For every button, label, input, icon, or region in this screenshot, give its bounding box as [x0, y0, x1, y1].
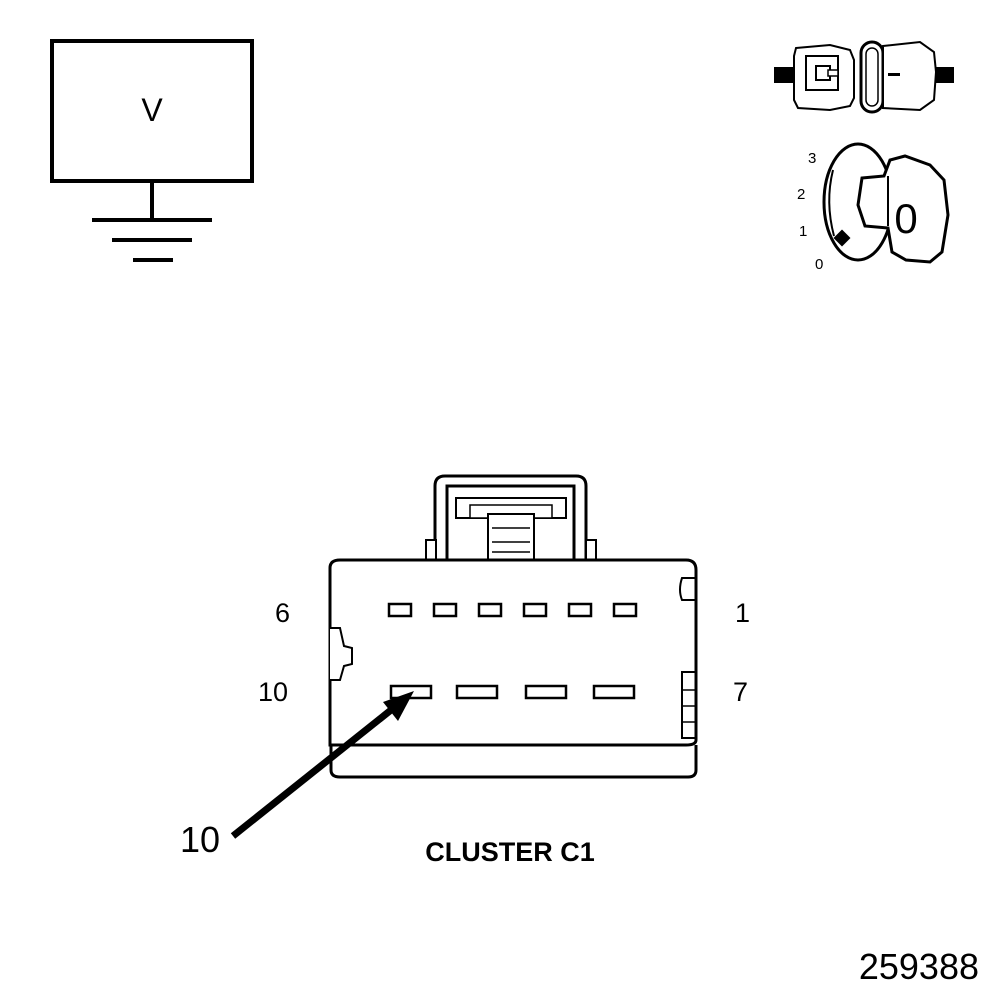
disconnect-connector-icon [774, 40, 954, 114]
voltmeter-box [50, 39, 254, 183]
pin-cavity-5 [432, 602, 458, 618]
pin-row-bottom [389, 684, 636, 700]
ignition-key-label: 0 [894, 195, 917, 242]
pin-cavity-9 [455, 684, 499, 700]
pin-cavity-10 [389, 684, 433, 700]
voltmeter-ground-symbol: V [50, 39, 254, 262]
pin-cavity-4 [477, 602, 503, 618]
ignition-position-2: 2 [797, 186, 805, 203]
pin-cavity-8 [524, 684, 568, 700]
callout-arrow-line [230, 703, 399, 839]
pin-cavity-3 [522, 602, 548, 618]
connector-name: CLUSTER C1 [425, 837, 595, 867]
figure-number: 259388 [859, 946, 979, 987]
ignition-pointer [833, 229, 851, 247]
pin-cavity-7 [592, 684, 636, 700]
ignition-key-icon [856, 154, 950, 264]
ignition-switch-icon: 3 2 1 0 0 [797, 142, 950, 273]
voltmeter-label: V [141, 92, 163, 128]
pin-callout: 10 [180, 691, 414, 860]
connector-c1: 6 1 10 7 CLUSTER C1 [258, 474, 750, 867]
pin-label-7: 7 [733, 677, 748, 707]
ignition-position-1: 1 [799, 223, 807, 240]
connector-rear-shell [329, 745, 698, 779]
pin-label-6: 6 [275, 598, 290, 628]
pin-label-1: 1 [735, 598, 750, 628]
pin-cavity-1 [612, 602, 638, 618]
pin-cavity-6 [387, 602, 413, 618]
pin-cavity-2 [567, 602, 593, 618]
ignition-position-3: 3 [808, 150, 816, 167]
callout-arrowhead [383, 691, 414, 721]
callout-pin-label: 10 [180, 819, 220, 860]
pin-label-10: 10 [258, 677, 288, 707]
pin-row-top [387, 602, 638, 618]
ignition-position-0: 0 [815, 256, 823, 273]
